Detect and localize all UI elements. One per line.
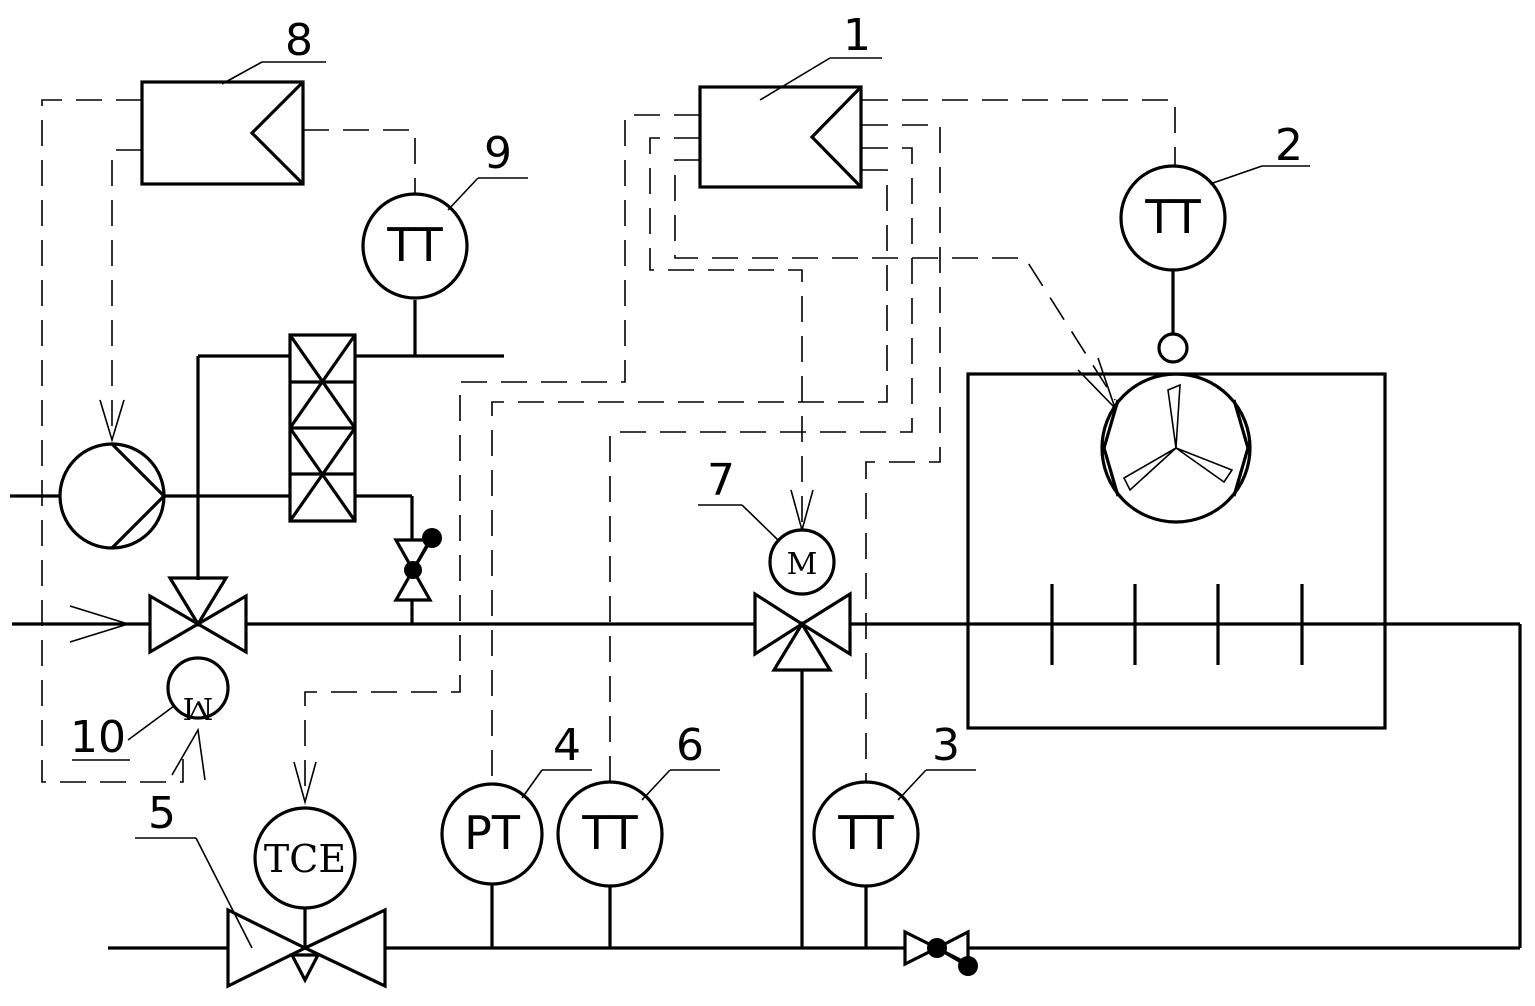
air-cooler-enclosure: [966, 372, 1387, 730]
motor-7: M: [698, 504, 836, 596]
m-7-tag: M: [787, 547, 818, 582]
instrument-tt-6: TT: [556, 769, 720, 888]
three-way-valve-left-icon: [148, 576, 248, 655]
tce-5-tag: TCE: [264, 837, 346, 881]
instrument-pt-4: PT: [440, 769, 592, 886]
motor-10: M: [72, 656, 230, 761]
fan-icon: [1100, 372, 1252, 524]
instrument-tt-9: TT: [361, 177, 528, 300]
tt-2-tag: TT: [1144, 190, 1201, 244]
signal-lines: [41, 99, 1176, 795]
ref-9: 9: [484, 128, 512, 179]
ref-3: 3: [932, 720, 960, 771]
instrument-tt-3: TT: [812, 769, 976, 888]
controller-8: [140, 80, 305, 186]
leader-8b: [221, 61, 263, 85]
drain-valve-icon: [393, 528, 442, 602]
reference-numbers: 8 1 2 9 7 10 5 4 6 3: [70, 10, 1303, 839]
pt-4-tag: PT: [464, 806, 521, 860]
pump-icon: [58, 442, 166, 550]
ref-7: 7: [707, 455, 735, 506]
signal-arrowheads: [99, 357, 1116, 806]
three-way-valve-7-icon: [753, 591, 852, 672]
tt-6-tag: TT: [581, 806, 638, 860]
instrument-tce-5: TCE: [253, 806, 357, 910]
ref-2: 2: [1275, 120, 1303, 171]
tt-9-tag: TT: [386, 218, 443, 272]
tt-3-tag: TT: [837, 806, 894, 860]
ref-10: 10: [70, 712, 126, 763]
m-10-tag: M: [183, 690, 214, 725]
instrument-tt-2: TT: [1119, 164, 1310, 272]
inlet-arrow-icon: [69, 605, 131, 643]
ref-1: 1: [843, 10, 871, 61]
ref-5: 5: [148, 788, 176, 839]
controller-1: [698, 85, 863, 189]
check-valve-icon: [903, 929, 978, 976]
process-lines: [10, 270, 1522, 950]
ref-4: 4: [553, 720, 581, 771]
fan-coupling-icon: [1157, 332, 1189, 364]
ref-6: 6: [676, 720, 704, 771]
ref-8: 8: [285, 15, 313, 66]
control-valve-5-icon: [226, 907, 387, 989]
heat-exchanger-icon: [288, 333, 357, 523]
leader-1b: [759, 57, 831, 101]
leader-5b: [195, 837, 253, 949]
